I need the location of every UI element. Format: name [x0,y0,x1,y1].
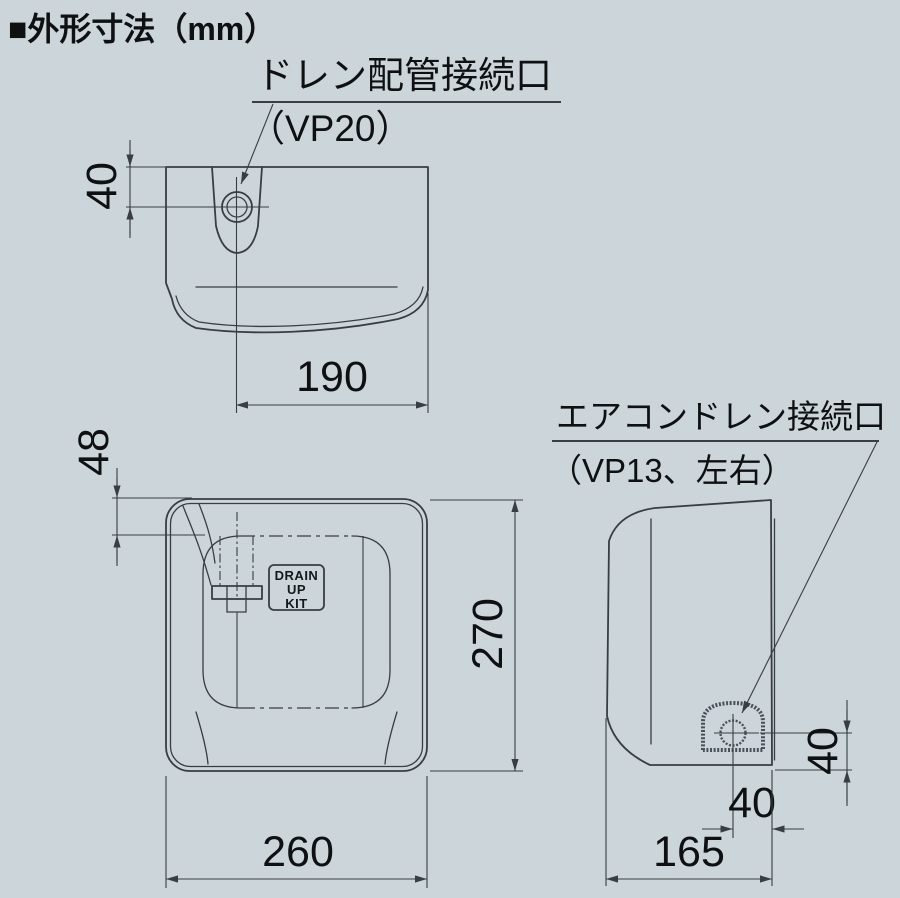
front-view-outline [166,499,427,771]
floor-slope-right [385,712,397,764]
aircon-drain-port-leader [742,442,877,713]
badge-line-1: DRAIN [275,568,319,583]
front-view-inner-wall [171,504,423,767]
badge-frame [269,565,324,610]
floor-slope-left [196,712,208,764]
dim-top-port-to-edge: 190 [236,293,428,413]
dim-front-height: 270 [430,500,523,771]
dim-value: 260 [262,828,334,876]
dim-front-inlet-depth: 48 [70,428,205,566]
basin-corner-bottom-right [352,670,390,708]
top-view [166,167,428,413]
top-view-inner-front-edge [176,287,423,326]
dim-side-depth: 165 [606,718,772,886]
side-view-outline [607,500,772,765]
dim-side-port-height: 40 [760,700,852,806]
aircon-drain-port-callout: エアコンドレン接続口 （VP13、左右） [549,398,886,713]
basin-corner-top-right [352,536,390,574]
dim-value: 270 [464,598,512,670]
badge-line-3: KIT [285,596,307,611]
dim-side-port-offset: 40 [702,750,804,838]
top-view-outline [166,167,428,332]
inlet-funnel-curve-1 [183,506,211,585]
dim-top-port-offset: 40 [78,140,269,238]
drain-pipe-port-callout: ドレン配管接続口 （VP20） [241,55,561,184]
front-view [166,499,427,771]
dim-value: 48 [70,428,118,476]
dim-value: 190 [296,353,368,401]
badge-line-2: UP [287,582,306,597]
inlet-funnel-curve-2 [199,504,215,563]
page-title: ■外形寸法（mm） [8,11,276,47]
dim-value: 40 [799,727,847,775]
drain-pipe-port-size: （VP20） [248,108,413,149]
drain-pipe-port-leader [241,104,273,184]
basin-corner-top-left [203,536,241,574]
drain-pipe-port-label: ドレン配管接続口 [256,55,552,96]
aircon-drain-port-label: エアコンドレン接続口 [556,398,886,435]
aircon-drain-port-size: （VP13、左右） [549,452,795,489]
basin-corner-bottom-left [203,670,241,708]
dim-value: 40 [728,779,776,827]
side-view [607,500,775,765]
drain-up-kit-badge: DRAIN UP KIT [269,565,324,611]
dim-value: 165 [653,828,725,876]
dim-front-width: 260 [166,776,427,888]
dim-value: 40 [78,162,126,210]
